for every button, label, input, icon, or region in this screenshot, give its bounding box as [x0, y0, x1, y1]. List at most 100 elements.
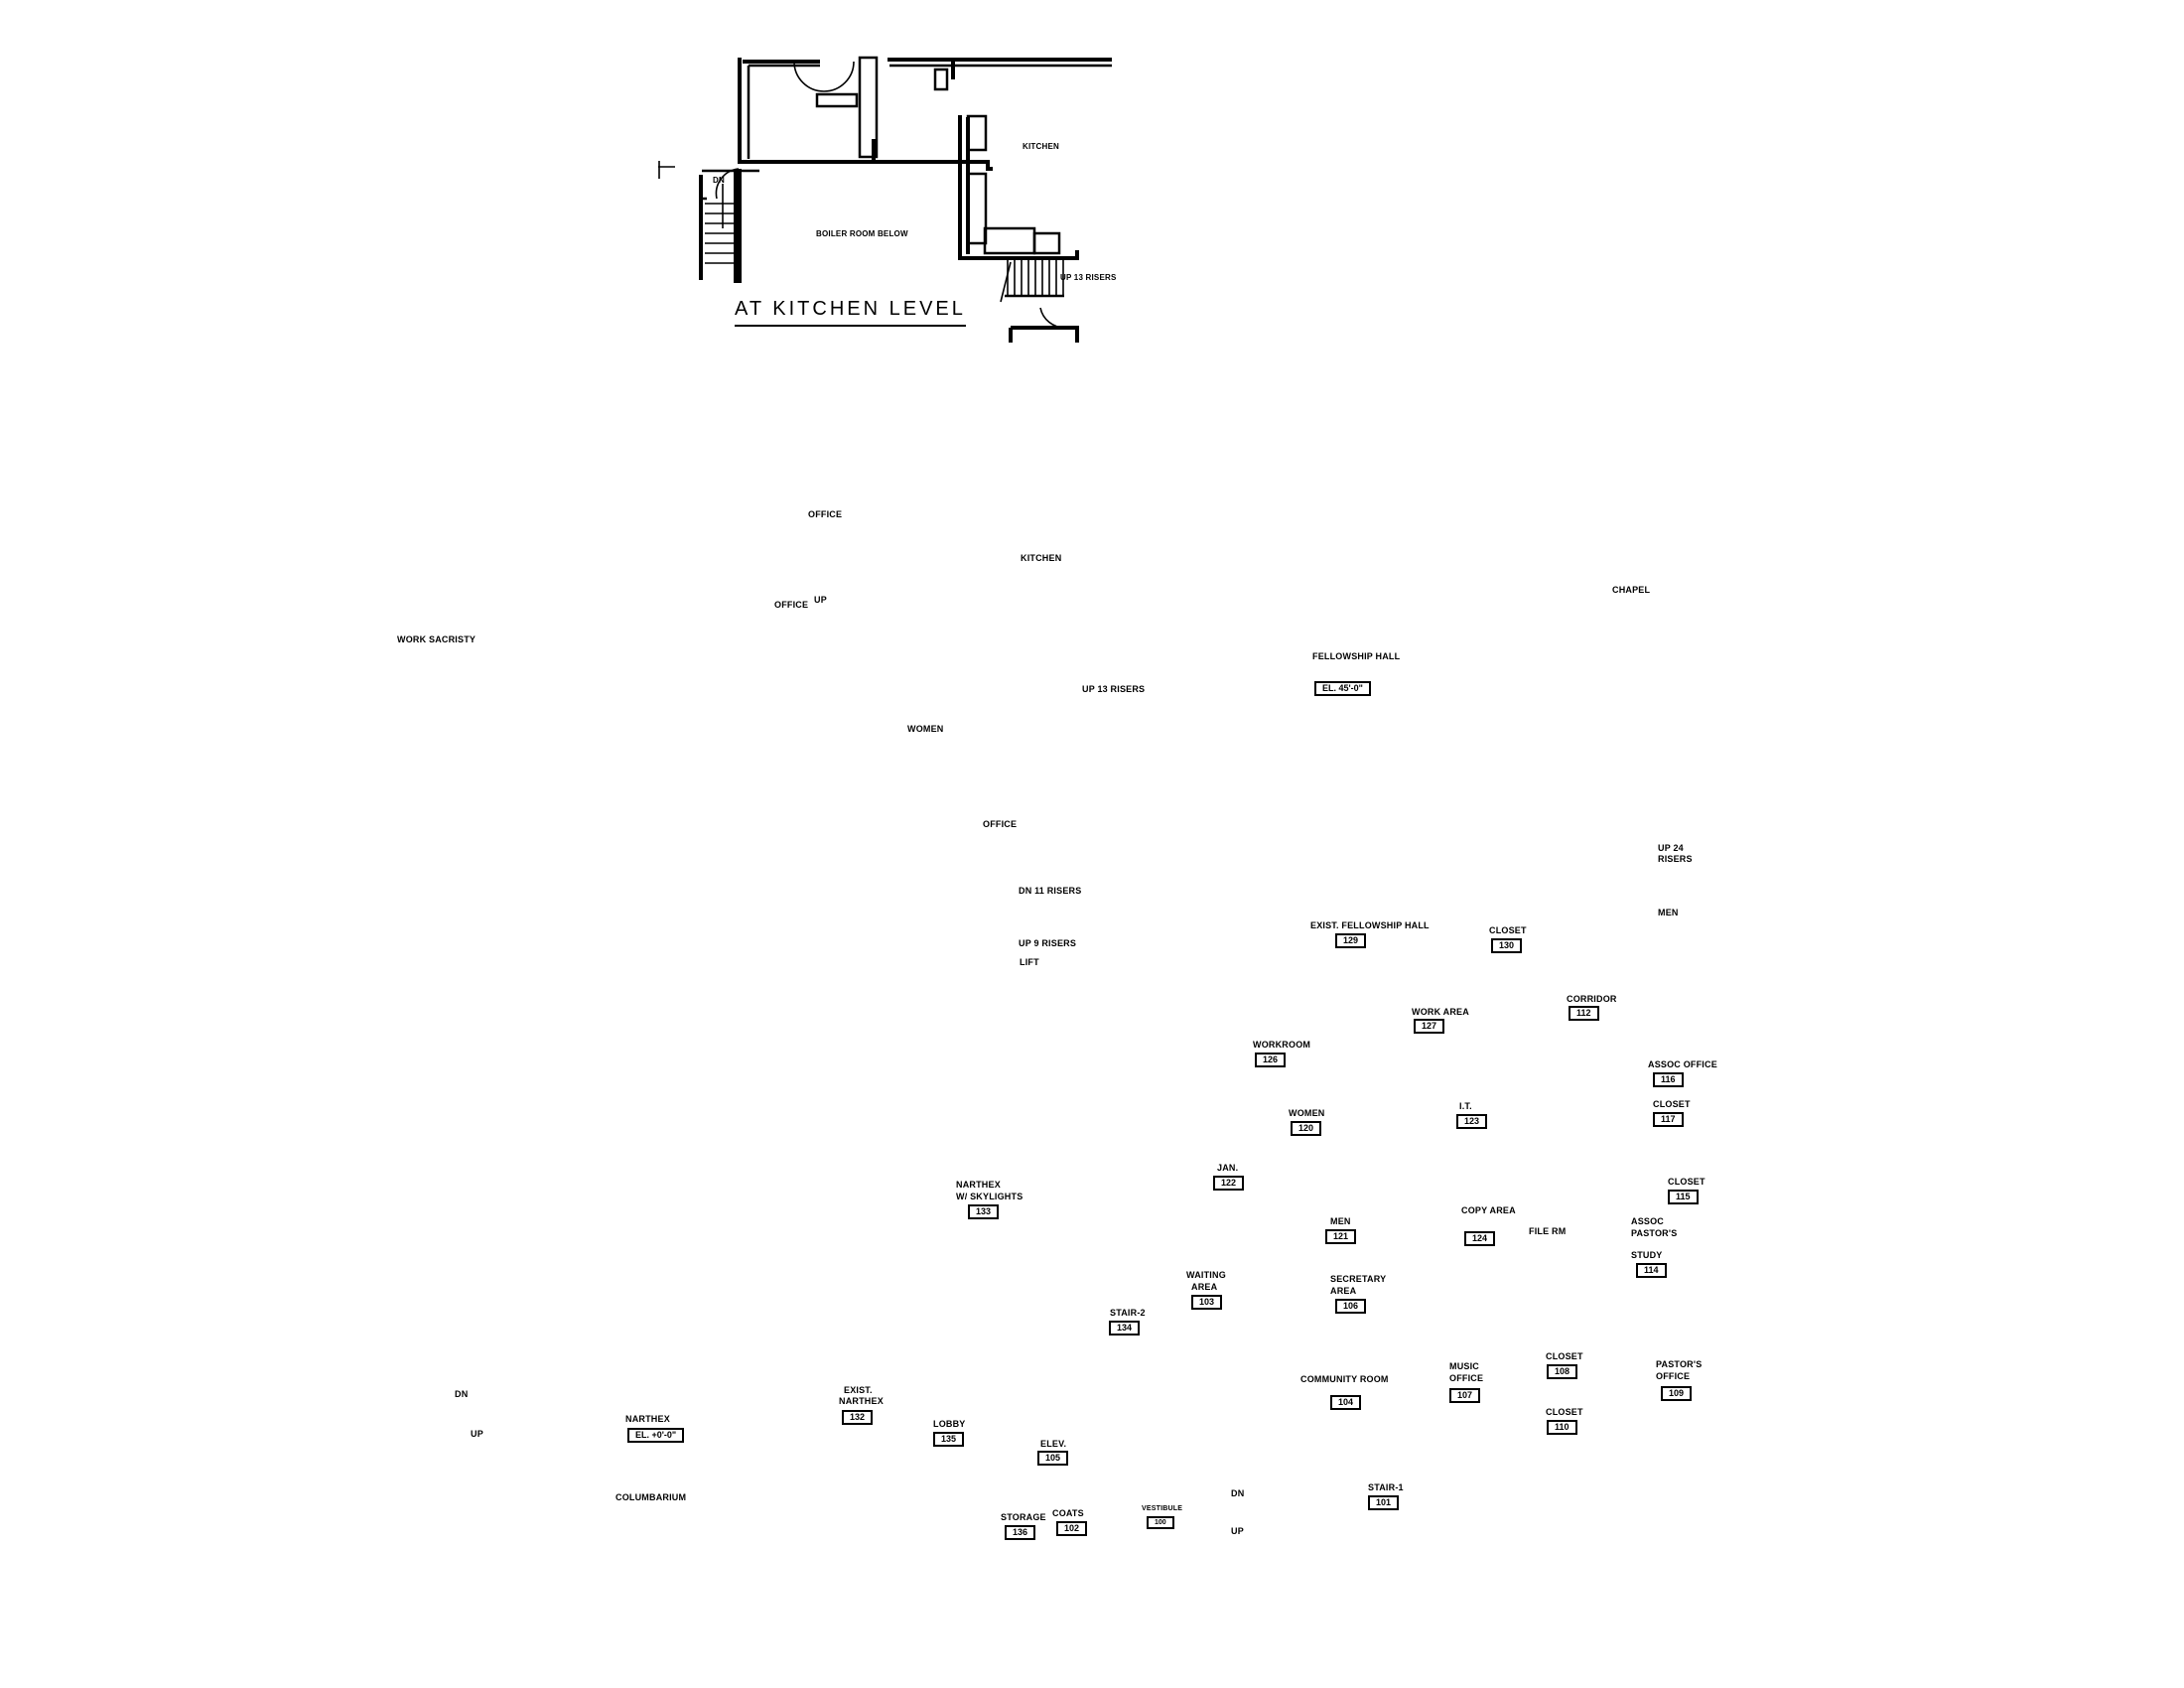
room-number-130: 130 — [1491, 938, 1523, 953]
label-fellowship-hall: FELLOWSHIP HALL — [1312, 651, 1401, 661]
room-number-116: 116 — [1653, 1072, 1684, 1087]
label-dn11: DN 11 RISERS — [1019, 886, 1082, 896]
label-janitor: JAN. — [1217, 1163, 1239, 1173]
label-secretary-1: SECRETARY — [1330, 1274, 1387, 1284]
label-lobby: LOBBY — [933, 1419, 966, 1429]
label-it: I.T. — [1459, 1101, 1472, 1111]
label-men-121: MEN — [1330, 1216, 1351, 1226]
room-number-103: 103 — [1191, 1295, 1223, 1310]
label-music-office-2: OFFICE — [1449, 1373, 1484, 1383]
room-number-123: 123 — [1456, 1114, 1488, 1129]
label-columbarium: COLUMBARIUM — [615, 1492, 687, 1502]
label-copy-area: COPY AREA — [1461, 1205, 1516, 1215]
label-office-mid: OFFICE — [983, 819, 1018, 829]
kitchen-level-title: AT KITCHEN LEVEL — [735, 298, 966, 327]
label-closet-130: CLOSET — [1489, 925, 1527, 935]
label-office-small: OFFICE — [774, 600, 809, 610]
room-number-122: 122 — [1213, 1176, 1245, 1191]
label-kitchen-inset: KITCHEN — [1023, 142, 1059, 151]
label-exist-narthex-2: NARTHEX — [839, 1396, 884, 1406]
label-up-stair1: UP — [1231, 1526, 1244, 1536]
label-exist-fellowship-hall: EXIST. FELLOWSHIP HALL — [1310, 920, 1430, 930]
room-number-114: 114 — [1636, 1263, 1667, 1278]
label-narthex-main: NARTHEX — [625, 1414, 670, 1424]
room-number-105: 105 — [1037, 1451, 1069, 1466]
kitchen-level-inset — [658, 56, 1112, 343]
label-up13-main: UP 13 RISERS — [1082, 684, 1146, 694]
narthex-elevation-tag: EL. +0'-0" — [627, 1428, 685, 1443]
label-closet-108: CLOSET — [1546, 1351, 1583, 1361]
label-assoc-pastor-2: PASTOR'S — [1631, 1228, 1678, 1238]
label-women-upper: WOMEN — [907, 724, 944, 734]
label-vestibule: VESTIBULE — [1142, 1505, 1183, 1512]
room-number-120: 120 — [1291, 1121, 1322, 1136]
label-stair-1: STAIR-1 — [1368, 1482, 1404, 1492]
label-dn-stair1: DN — [1231, 1488, 1245, 1498]
label-stair-2: STAIR-2 — [1110, 1308, 1146, 1318]
label-work-sacristy: WORK SACRISTY — [397, 634, 477, 644]
label-chapel: CHAPEL — [1612, 585, 1651, 595]
label-pastors-office-1: PASTOR'S — [1656, 1359, 1703, 1369]
room-number-101: 101 — [1368, 1495, 1400, 1510]
stair-dn-inset — [699, 168, 759, 283]
label-men-upper: MEN — [1658, 908, 1679, 917]
label-closet-110: CLOSET — [1546, 1407, 1583, 1417]
label-up-sw: UP — [471, 1429, 483, 1439]
label-exist-narthex-1: EXIST. — [844, 1385, 873, 1395]
room-number-108: 108 — [1547, 1364, 1578, 1379]
label-up13-inset: UP 13 RISERS — [1060, 273, 1117, 282]
label-music-office-1: MUSIC — [1449, 1361, 1479, 1371]
label-workroom: WORKROOM — [1253, 1040, 1311, 1050]
label-closet-117: CLOSET — [1653, 1099, 1691, 1109]
label-lift: LIFT — [1020, 957, 1039, 967]
label-dn-sw: DN — [455, 1389, 469, 1399]
room-number-134: 134 — [1109, 1321, 1141, 1336]
label-waiting-2: AREA — [1191, 1282, 1218, 1292]
label-narthex-skylights-1: NARTHEX — [956, 1180, 1001, 1190]
room-number-104: 104 — [1330, 1395, 1362, 1410]
label-assoc-office: ASSOC OFFICE — [1648, 1059, 1717, 1069]
room-number-127: 127 — [1414, 1019, 1445, 1034]
room-number-110: 110 — [1547, 1420, 1577, 1435]
label-boiler-room: BOILER ROOM BELOW — [816, 229, 908, 238]
room-number-106: 106 — [1335, 1299, 1367, 1314]
room-number-132: 132 — [842, 1410, 874, 1425]
label-women-120: WOMEN — [1289, 1108, 1325, 1118]
room-number-121: 121 — [1325, 1229, 1357, 1244]
fellowship-elevation-tag: EL. 45'-0" — [1314, 681, 1371, 696]
label-elevator: ELEV. — [1040, 1439, 1067, 1449]
label-storage: STORAGE — [1001, 1512, 1046, 1522]
label-pastors-office-2: OFFICE — [1656, 1371, 1691, 1381]
room-number-124: 124 — [1464, 1231, 1496, 1246]
room-number-115: 115 — [1668, 1190, 1699, 1204]
label-coats: COATS — [1052, 1508, 1084, 1518]
room-number-102: 102 — [1056, 1521, 1088, 1536]
label-waiting-1: WAITING — [1186, 1270, 1226, 1280]
label-up24-b: RISERS — [1658, 854, 1693, 864]
label-secretary-2: AREA — [1330, 1286, 1357, 1296]
room-number-109: 109 — [1661, 1386, 1693, 1401]
label-work-area: WORK AREA — [1412, 1007, 1469, 1017]
room-number-135: 135 — [933, 1432, 965, 1447]
label-corridor: CORRIDOR — [1567, 994, 1617, 1004]
label-up9: UP 9 RISERS — [1019, 938, 1077, 948]
label-closet-115: CLOSET — [1668, 1177, 1706, 1187]
room-number-133: 133 — [968, 1204, 1000, 1219]
label-up-small: UP — [814, 595, 827, 605]
label-dn-inset: DN — [713, 176, 725, 185]
label-office-top: OFFICE — [808, 509, 843, 519]
room-number-117: 117 — [1653, 1112, 1684, 1127]
room-number-136: 136 — [1005, 1525, 1036, 1540]
room-number-100: 100 — [1147, 1516, 1174, 1529]
room-number-107: 107 — [1449, 1388, 1481, 1403]
room-number-112: 112 — [1569, 1006, 1599, 1021]
stair-up13-inset — [1000, 260, 1064, 303]
room-number-129: 129 — [1335, 933, 1367, 948]
label-assoc-pastor-3: STUDY — [1631, 1250, 1663, 1260]
label-kitchen: KITCHEN — [1021, 553, 1062, 563]
label-narthex-skylights-2: W/ SKYLIGHTS — [956, 1192, 1024, 1201]
label-assoc-pastor-1: ASSOC — [1631, 1216, 1665, 1226]
room-number-126: 126 — [1255, 1053, 1287, 1067]
label-file-room: FILE RM — [1529, 1226, 1567, 1236]
